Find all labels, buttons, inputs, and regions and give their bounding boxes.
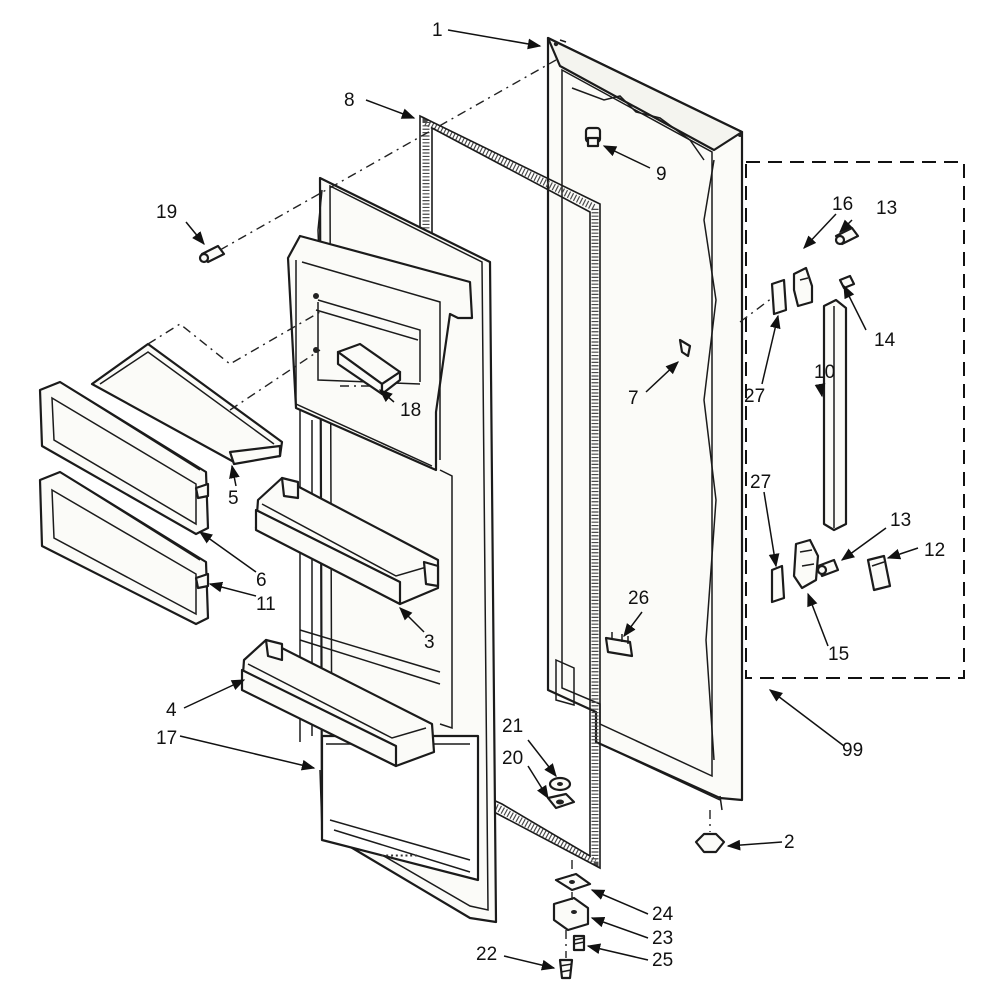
screw-22	[558, 958, 574, 980]
bottom-cap-2	[694, 810, 726, 854]
callout-13-lower: 13	[890, 510, 911, 531]
callout-4: 4	[166, 700, 177, 721]
callout-25: 25	[652, 950, 673, 971]
assembly-lines	[147, 59, 773, 411]
callout-7: 7	[628, 388, 639, 409]
hinge-bushing-21	[548, 776, 572, 792]
callout-1: 1	[432, 20, 443, 41]
callout-8: 8	[344, 90, 355, 111]
bracket-27-upper	[770, 278, 788, 316]
callout-27-upper: 27	[744, 386, 765, 407]
callout-18: 18	[400, 400, 421, 421]
callout-11: 11	[256, 594, 276, 615]
hinge-bracket-23	[552, 896, 590, 932]
bracket-16	[792, 266, 814, 308]
callout-9: 9	[656, 164, 667, 185]
callout-99: 99	[842, 740, 863, 761]
callout-16: 16	[832, 194, 853, 215]
callout-14: 14	[874, 330, 896, 351]
bracket-26	[604, 632, 634, 658]
cap-plug-9	[584, 126, 602, 148]
screw-13-lower	[816, 558, 840, 578]
shelf-bin-3	[254, 476, 440, 606]
handle-bar-10	[822, 298, 848, 532]
dispenser-cover-5	[90, 342, 284, 466]
callout-12: 12	[924, 540, 945, 561]
callout-15: 15	[828, 644, 849, 665]
callout-26: 26	[628, 588, 649, 609]
callout-10: 10	[814, 362, 835, 383]
hinge-plate-24	[554, 872, 592, 892]
frame-panel-11	[38, 470, 210, 626]
callout-17: 17	[156, 728, 177, 749]
screw-13-upper	[834, 226, 860, 246]
callout-3: 3	[424, 632, 435, 653]
callout-23: 23	[652, 928, 673, 949]
outer-door-panel	[546, 36, 744, 811]
handle-kit-box	[745, 161, 965, 679]
callout-13-upper: 13	[876, 198, 897, 219]
callout-19: 19	[156, 202, 177, 223]
frame-panel-6	[38, 380, 210, 536]
callout-20: 20	[502, 748, 523, 769]
leader-lines	[179, 29, 919, 971]
callout-labels: 1 2 3 4 5 6 7 8 9 10 11 12 13 13 14 15 1…	[156, 20, 945, 971]
callout-24: 24	[652, 904, 674, 925]
hinge-screw-25	[572, 934, 586, 952]
callout-21: 21	[502, 716, 523, 737]
pin-14	[838, 274, 856, 290]
clip-7	[678, 338, 692, 358]
callout-5: 5	[228, 488, 239, 509]
svg-text:▪▪▪▪▪▪▪▪: ▪▪▪▪▪▪▪▪	[380, 852, 418, 861]
callout-27-lower: 27	[750, 472, 771, 493]
screw-19	[198, 244, 226, 264]
callout-22: 22	[476, 944, 497, 965]
end-cap-12	[866, 554, 892, 592]
hinge-washer-20	[546, 792, 576, 810]
bracket-27-lower	[770, 564, 786, 604]
callout-2: 2	[784, 832, 795, 853]
callout-6: 6	[256, 570, 267, 591]
bracket-15	[792, 538, 820, 590]
